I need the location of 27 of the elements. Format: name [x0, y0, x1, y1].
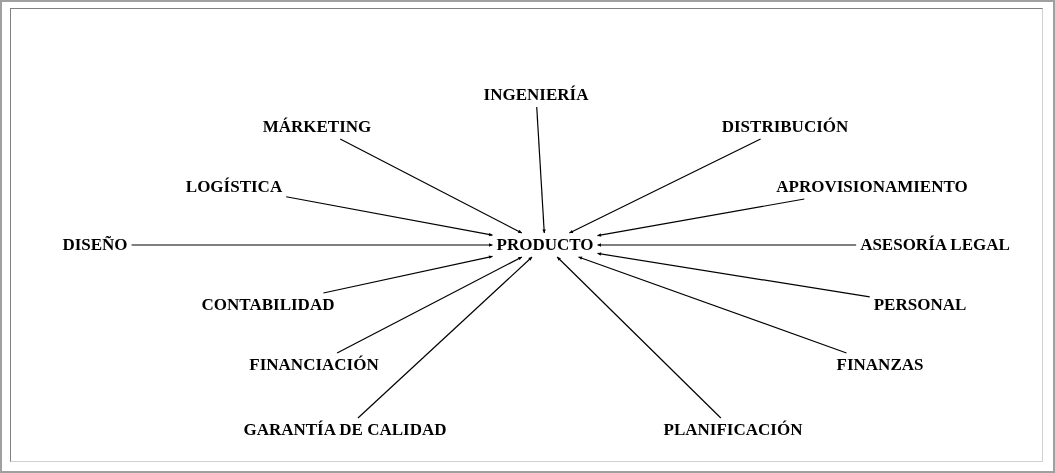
arrow [596, 252, 871, 298]
node-label: INGENIERÍA [481, 85, 591, 105]
node-label: GARANTÍA DE CALIDAD [241, 420, 449, 440]
node-label: DISTRIBUCIÓN [719, 117, 851, 137]
arrow [322, 255, 494, 294]
arrow [357, 256, 533, 419]
arrow [596, 243, 857, 247]
arrow [536, 106, 546, 234]
node-label: ASESORÍA LEGAL [858, 235, 1012, 255]
node-label: FINANCIACIÓN [247, 355, 381, 375]
arrow [336, 256, 523, 354]
node-label: FINANZAS [834, 355, 926, 375]
arrow [285, 196, 494, 237]
node-label: PLANIFICACIÓN [661, 420, 805, 440]
arrow [577, 256, 848, 354]
arrow [131, 243, 494, 247]
node-label: DISEÑO [60, 235, 130, 255]
arrow [556, 256, 722, 419]
arrow [339, 138, 523, 234]
arrow [596, 198, 805, 237]
arrow [568, 138, 762, 234]
node-label: MÁRKETING [260, 117, 374, 137]
node-label: LOGÍSTICA [183, 177, 285, 197]
node-label: PRODUCTO [494, 235, 596, 255]
node-label: CONTABILIDAD [199, 295, 337, 315]
node-label: APROVISIONAMIENTO [774, 177, 970, 197]
node-label: PERSONAL [871, 295, 969, 315]
